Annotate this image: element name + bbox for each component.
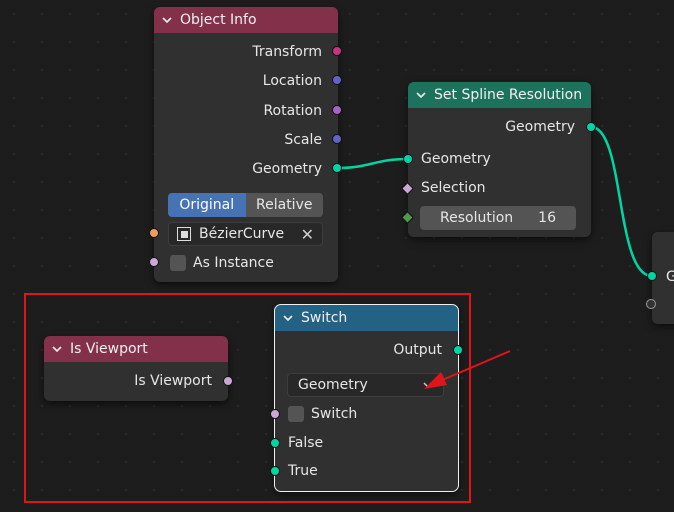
switch-node[interactable]: Switch Output Geometry Switch False True <box>274 304 459 492</box>
as-instance-socket[interactable] <box>149 257 159 267</box>
object-name: BézierCurve <box>199 226 285 242</box>
output-transform: Transform <box>252 44 322 60</box>
switch-type-value: Geometry <box>298 377 368 393</box>
input-false: False <box>288 435 324 451</box>
output-output: Output <box>393 342 442 358</box>
rotation-socket[interactable] <box>332 105 342 115</box>
chevron-down-icon[interactable] <box>416 90 426 100</box>
switch-bool-socket[interactable] <box>270 409 280 419</box>
geometry-out-socket[interactable] <box>332 163 342 173</box>
chevron-down-icon[interactable] <box>283 313 293 323</box>
output-is-viewport: Is Viewport <box>134 373 212 389</box>
transform-socket[interactable] <box>332 46 342 56</box>
spline-geometry-out-socket[interactable] <box>586 122 596 132</box>
link-objectinfo-to-spline <box>336 157 409 170</box>
resolution-value: 16 <box>538 210 556 226</box>
input-geometry: Geometry <box>421 151 491 167</box>
set-spline-resolution-node[interactable]: Set Spline Resolution Geometry Geometry … <box>408 82 591 237</box>
is-viewport-socket[interactable] <box>223 376 233 386</box>
object-socket[interactable] <box>149 228 159 238</box>
set-spline-resolution-header[interactable]: Set Spline Resolution <box>408 82 591 108</box>
link-spline-to-offscreen <box>590 125 653 278</box>
switch-type-dropdown[interactable]: Geometry <box>287 373 444 397</box>
curve-object-icon <box>177 227 191 241</box>
is-viewport-header[interactable]: Is Viewport <box>44 336 228 362</box>
node-title: Is Viewport <box>70 341 148 357</box>
node-title: Set Spline Resolution <box>434 87 583 103</box>
switch-checkbox[interactable] <box>288 406 304 422</box>
is-viewport-node[interactable]: Is Viewport Is Viewport <box>44 336 228 401</box>
resolution-field[interactable]: Resolution 16 <box>420 206 576 230</box>
object-field[interactable]: BézierCurve ✕ <box>168 222 323 246</box>
scale-socket[interactable] <box>332 134 342 144</box>
chevron-down-icon[interactable] <box>162 15 172 25</box>
object-info-node[interactable]: Object Info Transform Location Rotation … <box>154 7 338 282</box>
as-instance-row: As Instance <box>154 253 338 273</box>
input-selection: Selection <box>421 180 486 196</box>
output-geometry: Geometry <box>252 161 322 177</box>
offscreen-node[interactable]: G <box>652 232 674 324</box>
chevron-down-icon[interactable] <box>52 344 62 354</box>
output-geometry: Geometry <box>505 119 575 135</box>
offscreen-header[interactable] <box>652 232 674 258</box>
switch-output-socket[interactable] <box>453 345 463 355</box>
true-socket[interactable] <box>270 466 280 476</box>
original-button[interactable]: Original <box>168 193 246 217</box>
output-rotation: Rotation <box>263 103 322 119</box>
offscreen-geometry-socket[interactable] <box>647 271 657 281</box>
relative-button[interactable]: Relative <box>245 193 323 217</box>
clear-icon[interactable]: ✕ <box>300 224 314 244</box>
chevron-down-icon <box>423 382 433 389</box>
transform-space-toggle: Original Relative <box>168 193 323 217</box>
switch-input-row: Switch <box>275 404 458 424</box>
object-info-header[interactable]: Object Info <box>154 7 338 33</box>
spline-geometry-in-socket[interactable] <box>403 154 413 164</box>
offscreen-label: G <box>666 269 674 285</box>
node-title: Object Info <box>180 12 257 28</box>
false-socket[interactable] <box>270 438 280 448</box>
location-socket[interactable] <box>332 75 342 85</box>
as-instance-checkbox[interactable] <box>170 255 186 271</box>
input-true: True <box>288 463 318 479</box>
node-title: Switch <box>301 310 348 326</box>
offscreen-input-socket[interactable] <box>646 299 656 309</box>
output-location: Location <box>262 73 322 89</box>
output-scale: Scale <box>284 132 322 148</box>
switch-header[interactable]: Switch <box>275 305 458 331</box>
